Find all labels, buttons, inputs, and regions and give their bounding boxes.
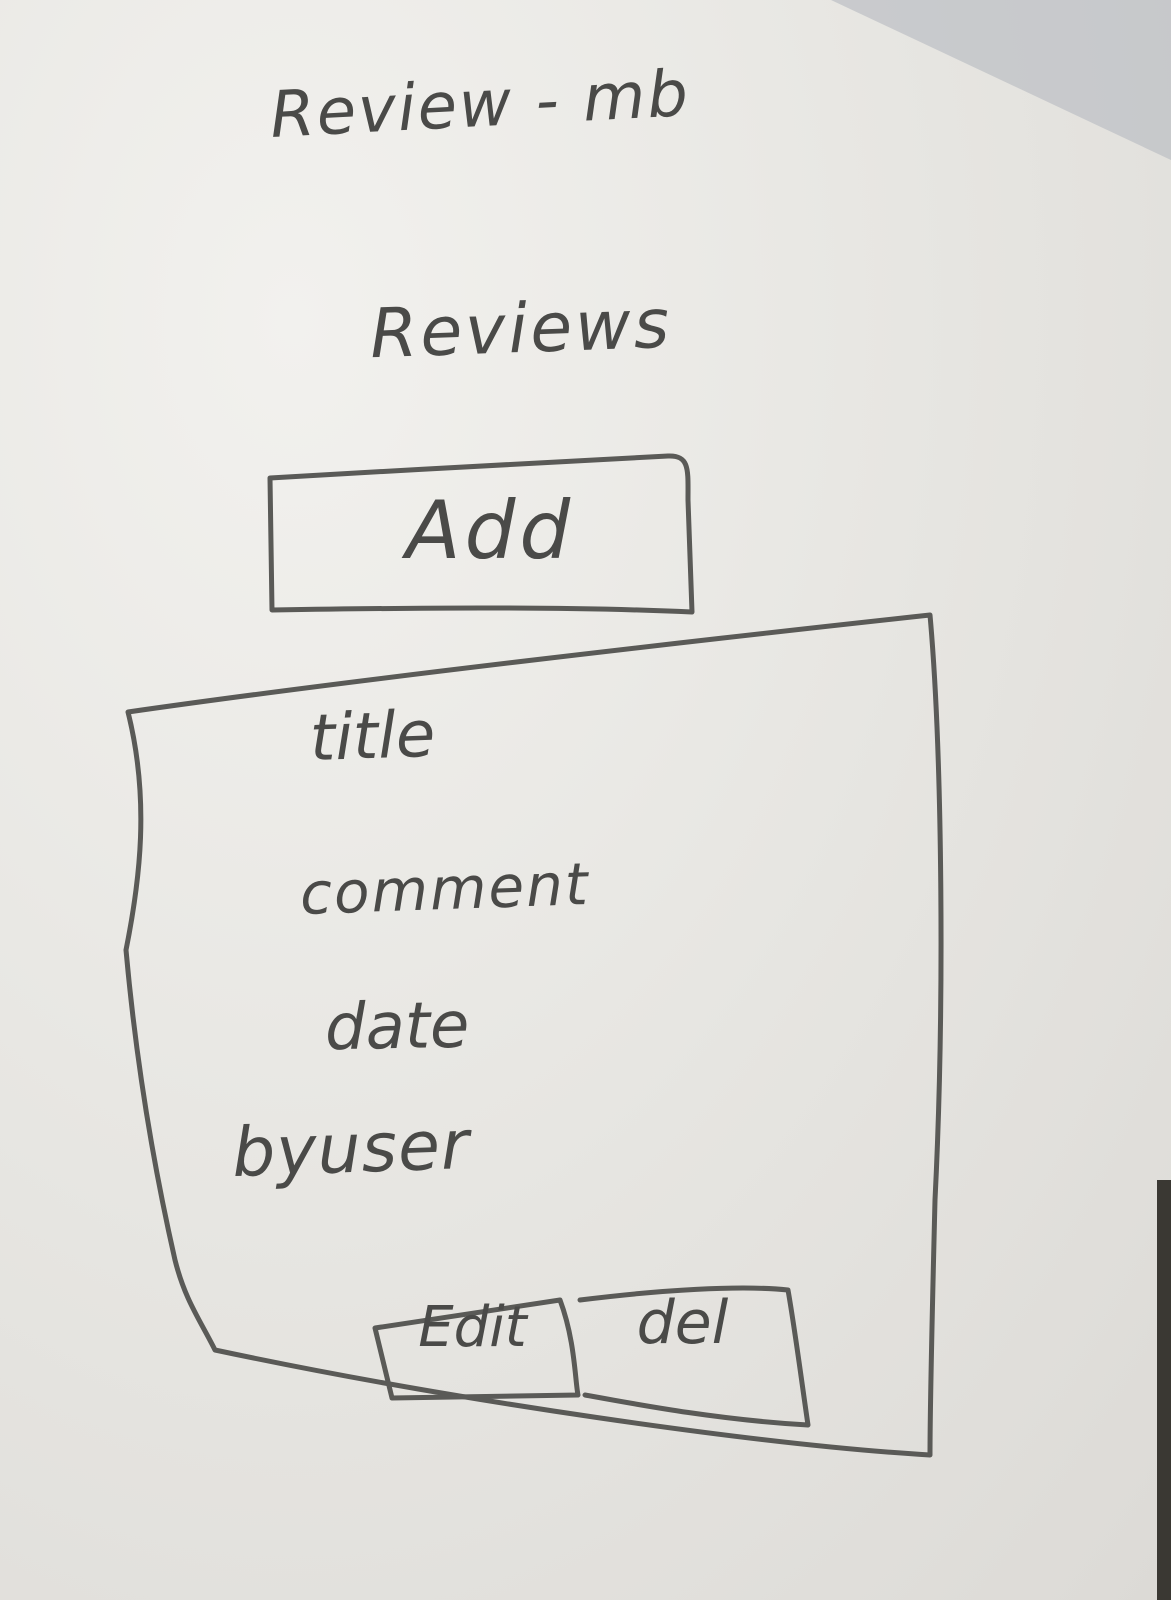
delete-button[interactable]: del <box>636 1288 729 1358</box>
review-user-field: byuser <box>230 1105 472 1194</box>
corner-shadow <box>831 0 1171 160</box>
review-date-field: date <box>324 988 470 1066</box>
edit-button[interactable]: Edit <box>418 1295 527 1360</box>
page-heading: Reviews <box>368 284 674 375</box>
review-title-field: title <box>308 697 437 777</box>
del-button-outline <box>577 1285 811 1428</box>
review-card-outline <box>123 612 944 1458</box>
add-button[interactable]: Add <box>405 483 575 577</box>
review-comment-field: comment <box>298 849 591 929</box>
paper-edge <box>1157 1180 1171 1600</box>
add-button-outline <box>267 453 695 615</box>
edit-button-outline <box>372 1297 581 1401</box>
